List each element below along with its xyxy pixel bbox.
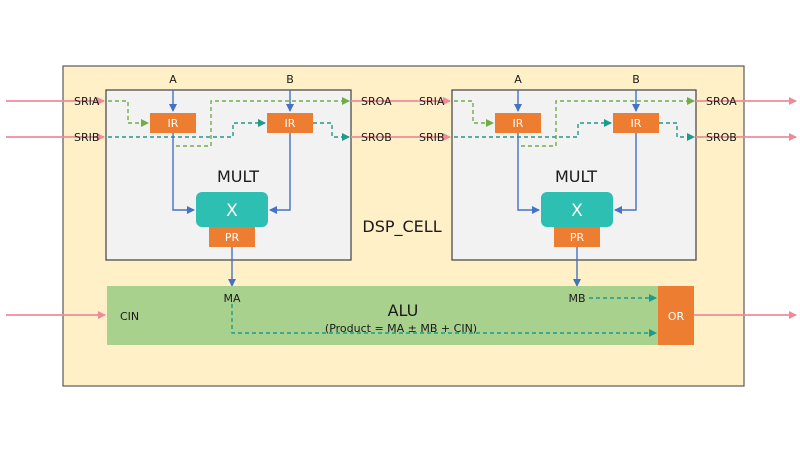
output-register-label: OR (668, 310, 685, 323)
sroa-label: SROA (706, 95, 737, 108)
ma-label: MA (223, 292, 240, 305)
shift-b-path-out (659, 122, 695, 141)
mult-block-left: MULT A B SRIA SRIB SROA SROB IR IR X (6, 73, 400, 287)
product-register-label: PR (225, 231, 240, 244)
shift-a-path-in (108, 100, 149, 127)
alu-title: ALU (388, 301, 419, 320)
alu-formula: (Product = MA ± MB + CIN) (325, 322, 477, 335)
mult-title: MULT (217, 167, 259, 186)
srib-label: SRIB (74, 131, 99, 144)
cin-label: CIN (120, 310, 139, 323)
dsp-cell-title: DSP_CELL (362, 217, 441, 237)
mult-block-right: MULT A B SRIA SRIB SROA SROB IR IR X PR (400, 73, 797, 287)
multiplier-label: X (571, 201, 583, 221)
input-register-a (495, 113, 541, 133)
ir-b-to-x-arrow (269, 133, 291, 214)
input-a-label: A (514, 73, 522, 86)
sria-label: SRIA (419, 95, 445, 108)
input-b-label: B (632, 73, 640, 86)
ir-a-to-x-arrow (172, 133, 195, 214)
shift-a-path-out (176, 97, 350, 147)
shift-a-path-out (521, 97, 695, 147)
input-register-a (150, 113, 196, 133)
mb-label: MB (568, 292, 585, 305)
input-register-b-label: IR (285, 117, 296, 130)
sria-label: SRIA (74, 95, 100, 108)
ir-b-to-x-arrow (614, 133, 637, 214)
input-register-a-label: IR (168, 117, 179, 130)
sroa-label: SROA (361, 95, 392, 108)
input-a-label: A (169, 73, 177, 86)
alu-box (107, 286, 658, 345)
product-register (209, 227, 255, 247)
srob-label: SROB (706, 131, 737, 144)
alu-block: ALU (Product = MA ± MB + CIN) CIN MA MB … (6, 286, 797, 345)
input-register-b (613, 113, 659, 133)
multiplier-box (196, 192, 268, 227)
product-register (554, 227, 600, 247)
input-register-a-label: IR (513, 117, 524, 130)
srib-label: SRIB (419, 131, 444, 144)
input-b-label: B (286, 73, 294, 86)
ir-a-to-x-arrow (517, 133, 540, 214)
ma-to-or-path (231, 304, 657, 337)
input-register-b-label: IR (631, 117, 642, 130)
multiplier-label: X (226, 201, 238, 221)
shift-a-path-in (454, 100, 494, 127)
shift-b-path-out (313, 122, 350, 141)
product-register-label: PR (570, 231, 585, 244)
srob-label: SROB (361, 131, 392, 144)
output-register (658, 286, 694, 345)
mult-title: MULT (555, 167, 597, 186)
input-register-b (267, 113, 313, 133)
multiplier-box (541, 192, 613, 227)
shift-b-path-in (454, 119, 612, 138)
shift-b-path-in (108, 119, 266, 138)
